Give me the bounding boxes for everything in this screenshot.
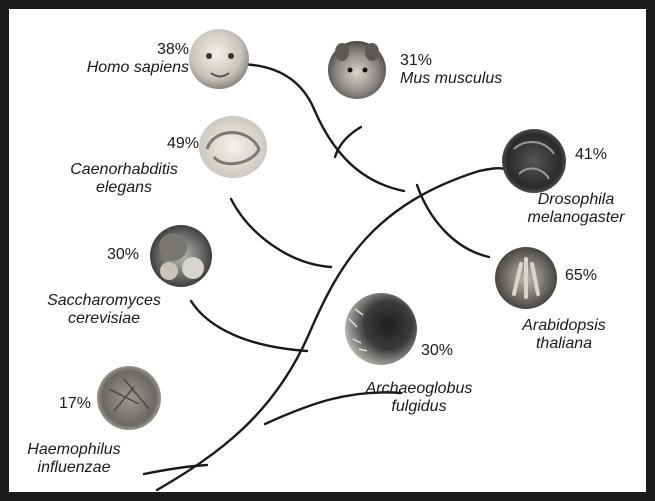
label-percent-caenorhabditis: 49% [119, 135, 199, 153]
branch-drosophila [479, 168, 504, 171]
label-haemophilus-influenzae: Haemophilus influenzae [9, 441, 139, 477]
percent-mus-musculus: 31% [400, 52, 502, 70]
name-arabidopsis-line1: Arabidopsis [509, 317, 619, 335]
name-drosophila-line1: Drosophila [506, 191, 646, 209]
name-saccharomyces-line2: cerevisiae [29, 310, 179, 328]
name-caenorhabditis-line1: Caenorhabditis [49, 161, 199, 179]
percent-haemophilus: 17% [19, 395, 91, 413]
percent-drosophila: 41% [575, 146, 607, 164]
percent-archaeoglobus: 30% [421, 342, 453, 360]
name-archaeoglobus-line1: Archaeoglobus [359, 380, 479, 398]
label-caenorhabditis-elegans: Caenorhabditis elegans [49, 161, 199, 197]
flower-image [495, 247, 557, 309]
name-drosophila-line2: melanogaster [506, 209, 646, 227]
name-mus-musculus: Mus musculus [400, 70, 502, 88]
trunk-branch [157, 171, 479, 490]
percent-arabidopsis: 65% [565, 267, 597, 285]
yeast-cells-image [150, 225, 212, 287]
worm-image [199, 116, 267, 178]
baby-face-image [189, 29, 249, 89]
name-haemophilus-line2: influenzae [9, 459, 139, 477]
label-arabidopsis-thaliana: Arabidopsis thaliana [509, 317, 619, 353]
label-drosophila-melanogaster: Drosophila melanogaster [506, 191, 646, 227]
label-homo-sapiens: 38% Homo sapiens [79, 41, 189, 77]
label-percent-drosophila: 41% [575, 146, 607, 164]
branch-saccharomyces [191, 301, 307, 351]
label-percent-haemophilus: 17% [19, 395, 91, 413]
name-homo-sapiens: Homo sapiens [79, 59, 189, 77]
branch-arabidopsis [417, 185, 489, 257]
label-percent-archaeoglobus: 30% [421, 342, 453, 360]
name-arabidopsis-line2: thaliana [509, 335, 619, 353]
phylogenetic-tree-panel: 38% Homo sapiens 31% Mus musculus 49% Ca… [9, 9, 646, 492]
name-haemophilus-line1: Haemophilus [9, 441, 139, 459]
label-mus-musculus: 31% Mus musculus [400, 52, 502, 88]
percent-saccharomyces: 30% [69, 246, 139, 264]
branch-caenorhabditis [231, 199, 331, 267]
percent-caenorhabditis: 49% [119, 135, 199, 153]
name-caenorhabditis-line2: elegans [49, 179, 199, 197]
label-archaeoglobus-fulgidus: Archaeoglobus fulgidus [359, 380, 479, 416]
label-percent-saccharomyces: 30% [69, 246, 139, 264]
bacteria-image [97, 366, 161, 430]
percent-homo-sapiens: 38% [79, 41, 189, 59]
name-saccharomyces-line1: Saccharomyces [29, 292, 179, 310]
fly-image [502, 129, 566, 193]
branch-haemophilus [144, 465, 207, 474]
mouse-image [328, 41, 386, 99]
archaea-cell-image [345, 293, 417, 365]
label-percent-arabidopsis: 65% [565, 267, 597, 285]
label-saccharomyces-cerevisiae: Saccharomyces cerevisiae [29, 292, 179, 328]
name-archaeoglobus-line2: fulgidus [359, 398, 479, 416]
